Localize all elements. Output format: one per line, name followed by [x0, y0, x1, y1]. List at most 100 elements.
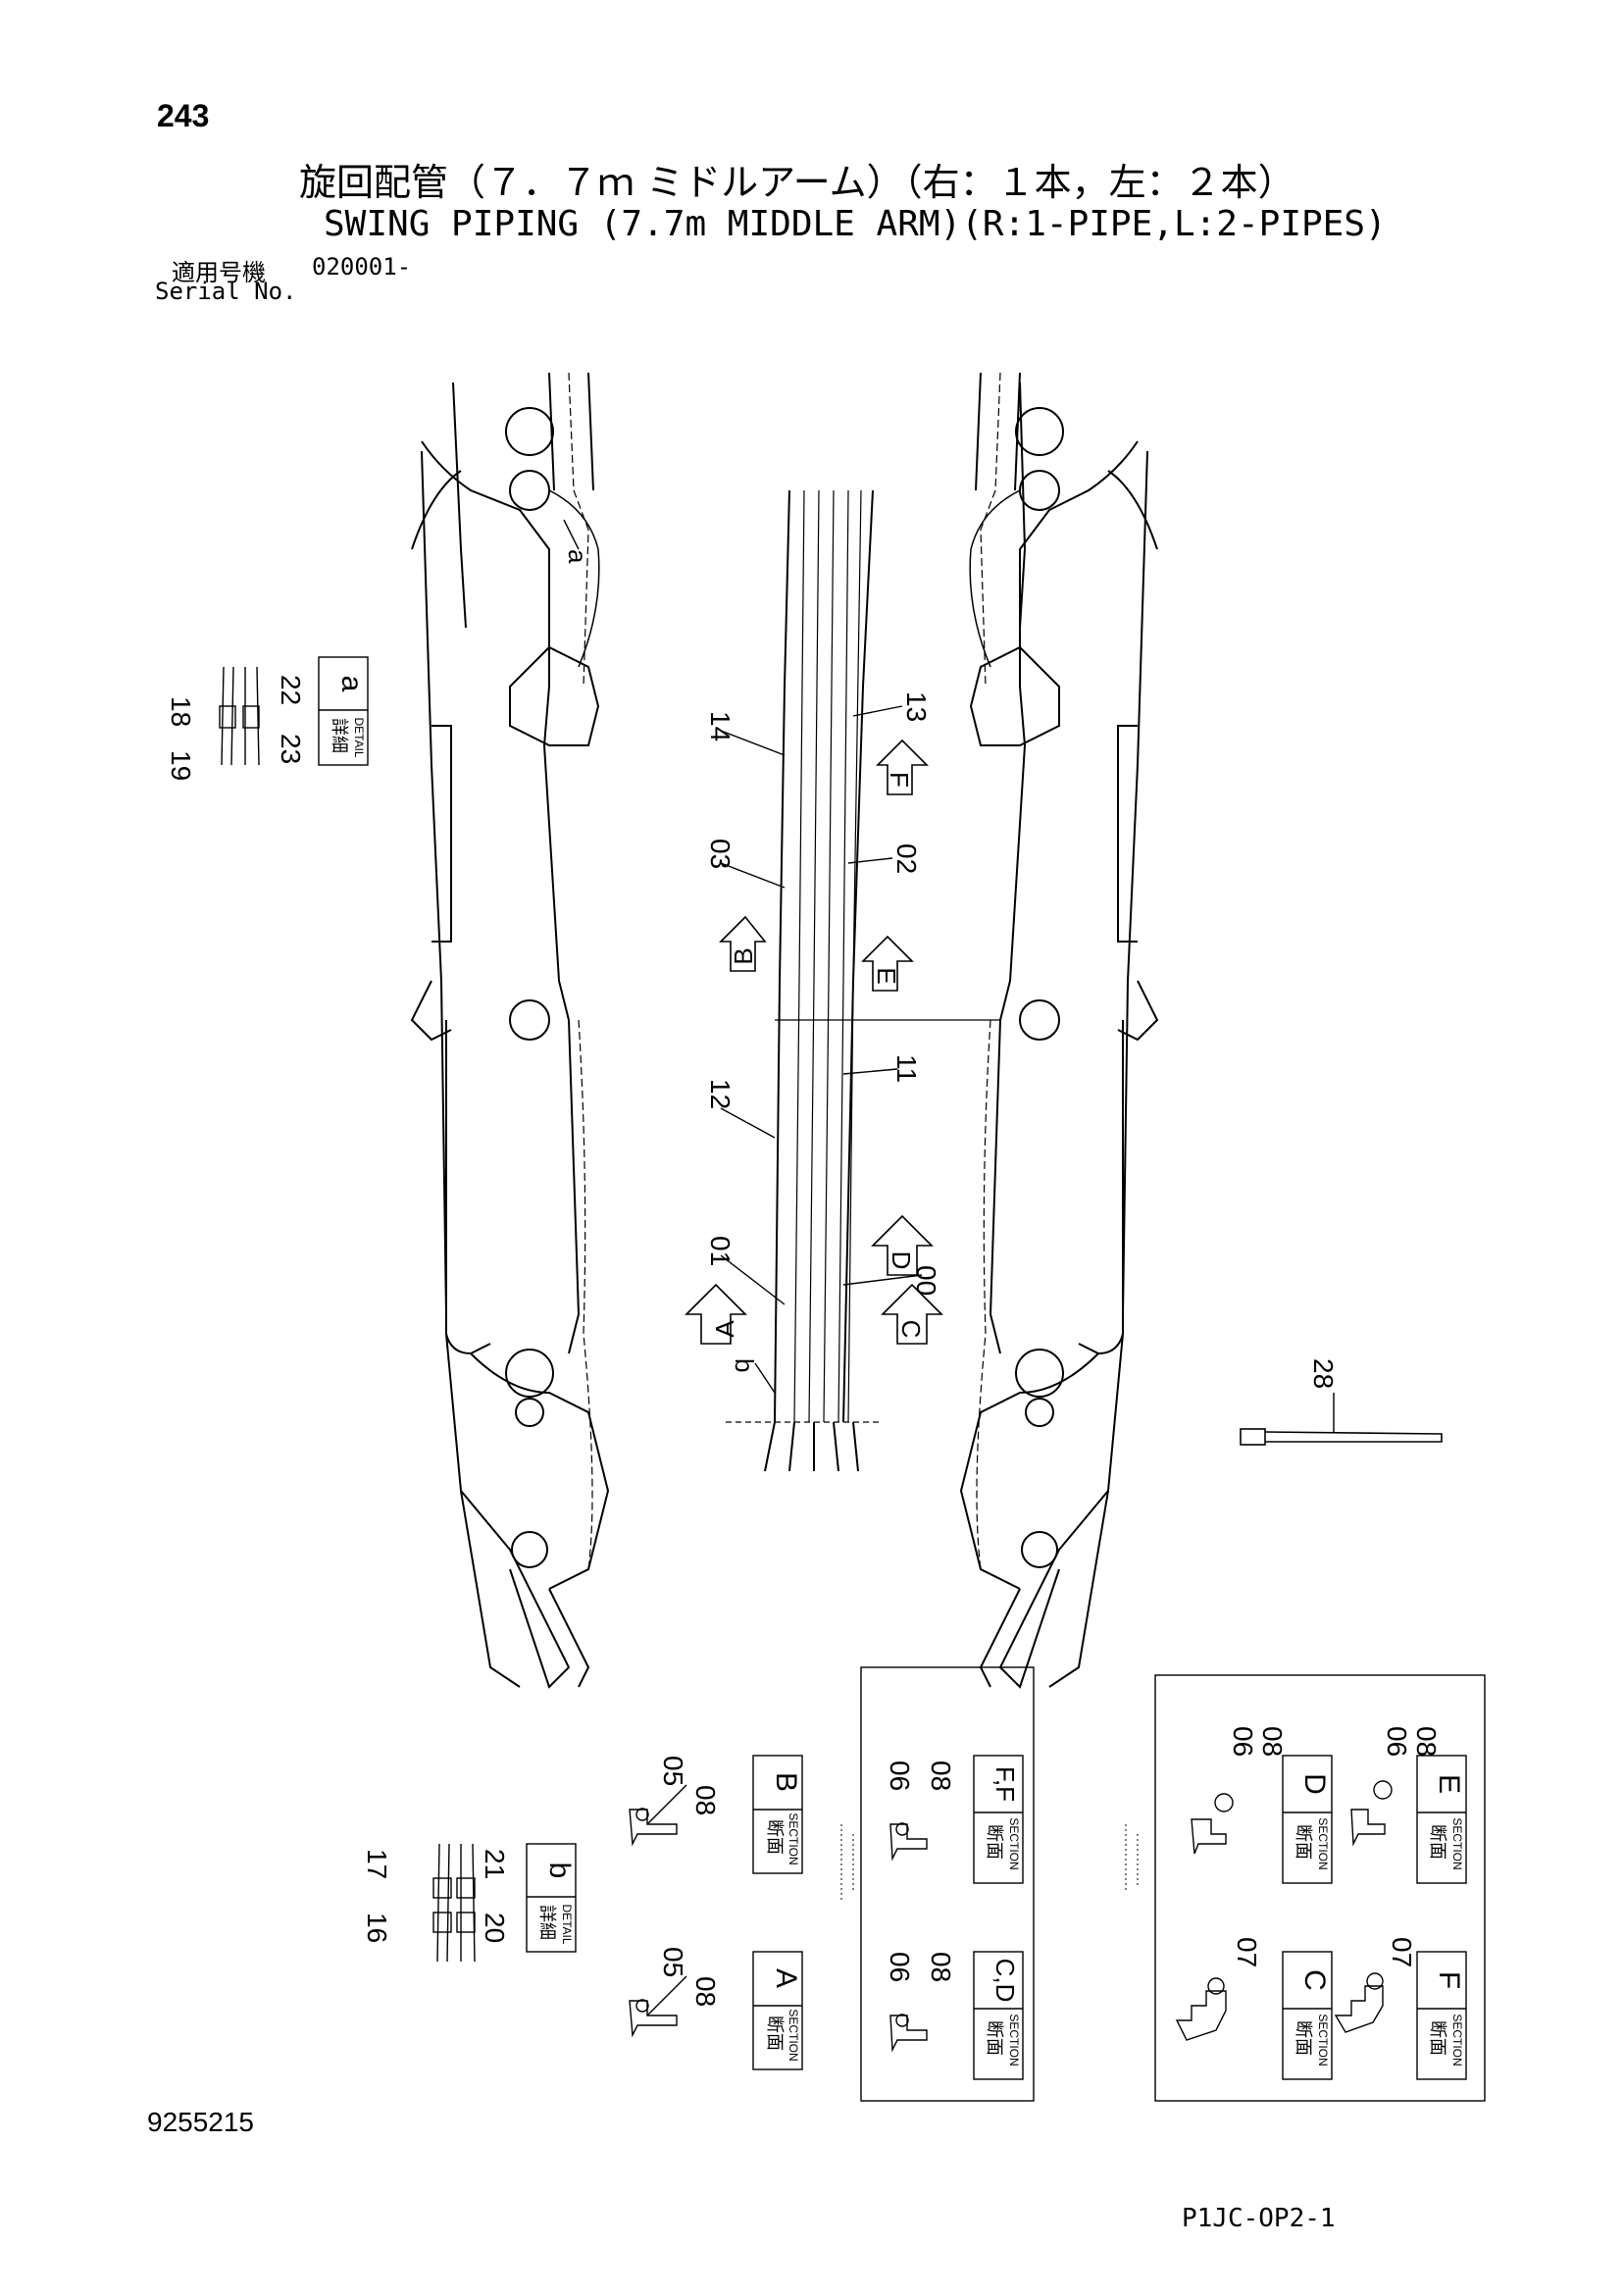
svg-text:SECTION: SECTION [1450, 2014, 1464, 2066]
section-a: 05 08 A 断面 SECTION [629, 1947, 803, 2070]
svg-text:断面: 断面 [985, 2020, 1004, 2056]
svg-text:SECTION: SECTION [1007, 2014, 1021, 2066]
part-callouts: 14 13 03 02 12 11 01 00 a b 28 [563, 519, 1339, 1432]
svg-text:SECTION: SECTION [1450, 1817, 1464, 1869]
callout-17: 17 [362, 1849, 392, 1879]
detail-b: 17 16 21 20 b 詳細 DETAIL [362, 1843, 577, 1963]
svg-text:断面: 断面 [1294, 2020, 1313, 2056]
svg-text:E: E [872, 967, 901, 984]
svg-text:A: A [770, 1968, 802, 1988]
callout-20: 20 [480, 1913, 510, 1943]
callout-14: 14 [705, 711, 736, 741]
svg-text:F: F [1433, 1971, 1465, 1989]
cable-tie-drawing [1240, 1428, 1443, 1446]
callout-11: 11 [891, 1054, 922, 1083]
section-b: 05 08 B 断面 SECTION [629, 1755, 803, 1874]
svg-text:D: D [1298, 1773, 1331, 1795]
section-arrow-f: F [876, 739, 929, 795]
svg-text:08: 08 [1411, 1726, 1442, 1757]
section-f: 07 F 断面 SECTION [1334, 1937, 1467, 2080]
svg-text:断面: 断面 [1428, 2020, 1447, 2056]
callout-12: 12 [705, 1079, 736, 1109]
svg-text:DETAIL: DETAIL [560, 1904, 574, 1944]
svg-text:断面: 断面 [1294, 1824, 1313, 1860]
svg-text:08: 08 [926, 1760, 956, 1791]
svg-text:SECTION: SECTION [787, 2009, 800, 2061]
title-english: SWING PIPING (7.7m MIDDLE ARM)(R:1-PIPE,… [324, 204, 1387, 244]
svg-text:詳細: 詳細 [537, 1905, 557, 1940]
svg-text:SECTION: SECTION [787, 1812, 800, 1864]
page-number: 243 [157, 98, 210, 133]
callout-19: 19 [166, 750, 196, 781]
svg-text:F: F [885, 772, 914, 788]
title-japanese: 旋回配管（７．７ｍ ミドルアーム）（右：１本，左：２本） [299, 161, 1295, 204]
svg-text:A: A [710, 1320, 739, 1338]
callout-18: 18 [166, 696, 196, 727]
svg-text:08: 08 [1257, 1726, 1288, 1757]
callout-16: 16 [362, 1913, 392, 1943]
serial-number-value: 020001- [312, 253, 412, 281]
callout-23: 23 [276, 734, 306, 764]
document-number: 9255215 [147, 2107, 255, 2137]
left-arm-view [410, 372, 610, 1689]
svg-text:SECTION: SECTION [1007, 1817, 1021, 1869]
svg-text:05: 05 [658, 1947, 688, 1977]
svg-text:08: 08 [690, 1785, 721, 1815]
section-ff: 06 08 F,F 断面 SECTION [885, 1755, 1024, 1884]
serial-label-english: Serial No. [155, 278, 297, 305]
svg-text:C: C [1298, 1969, 1331, 1991]
section-arrows: A B C D E F [685, 739, 943, 1345]
callout-00: 00 [911, 1265, 941, 1296]
svg-text:SECTION: SECTION [1316, 2014, 1330, 2066]
svg-text:断面: 断面 [765, 1819, 785, 1855]
svg-text:06: 06 [885, 1760, 915, 1791]
section-cd: 06 08 C,D 断面 SECTION [885, 1951, 1024, 2080]
section-arrow-a: A [685, 1283, 747, 1345]
callout-02: 02 [891, 843, 922, 874]
svg-text:06: 06 [1382, 1726, 1412, 1757]
svg-text:断面: 断面 [985, 1824, 1004, 1860]
svg-text:07: 07 [1387, 1937, 1417, 1967]
detail-marker-b: b [730, 1358, 759, 1372]
svg-text:E: E [1433, 1774, 1465, 1794]
svg-text:b: b [543, 1862, 576, 1879]
svg-text:F,F: F,F [990, 1766, 1020, 1802]
page-code: P1JC-OP2-1 [1182, 2204, 1336, 2233]
svg-text:B: B [729, 947, 758, 964]
svg-text:05: 05 [658, 1756, 688, 1786]
svg-text:07: 07 [1232, 1937, 1262, 1967]
section-group-1: 06 08 F,F 断面 SECTION 06 08 C,D 断面 SECTIO… [840, 1666, 1035, 2102]
section-group-2: 06 08 D 断面 SECTION 06 08 E 断面 SECTION 07… [1125, 1674, 1486, 2102]
svg-text:詳細: 詳細 [330, 718, 349, 753]
callout-13: 13 [901, 691, 932, 722]
svg-text:D: D [887, 1251, 916, 1270]
svg-text:SECTION: SECTION [1316, 1817, 1330, 1869]
callout-03: 03 [705, 839, 736, 869]
svg-text:DETAIL: DETAIL [352, 717, 366, 757]
section-arrow-e: E [861, 935, 914, 992]
svg-text:断面: 断面 [765, 2015, 785, 2051]
svg-text:08: 08 [926, 1952, 956, 1982]
callout-21: 21 [480, 1849, 510, 1879]
svg-text:B: B [770, 1772, 802, 1792]
center-arm-view [726, 489, 1000, 1472]
svg-text:C,D: C,D [990, 1959, 1020, 2003]
svg-text:C: C [896, 1320, 926, 1339]
section-c: 07 C 断面 SECTION [1175, 1937, 1333, 2080]
section-arrow-c: C [881, 1283, 943, 1345]
callout-22: 22 [276, 675, 306, 705]
svg-text:08: 08 [690, 1976, 721, 2007]
serial-label-japanese: 適用号機 [172, 259, 266, 286]
section-arrow-d: D [871, 1214, 934, 1276]
section-d: 06 08 D 断面 SECTION [1191, 1726, 1333, 1884]
detail-a: 18 19 22 23 a 詳細 DETAIL [166, 656, 369, 781]
svg-text:a: a [335, 676, 368, 692]
svg-text:06: 06 [1228, 1726, 1258, 1757]
callout-01: 01 [705, 1236, 736, 1266]
right-arm-view [959, 372, 1159, 1689]
section-e: 06 08 E 断面 SECTION [1350, 1726, 1467, 1884]
callout-28: 28 [1308, 1358, 1339, 1389]
section-arrow-b: B [719, 915, 767, 972]
svg-text:06: 06 [885, 1952, 915, 1982]
